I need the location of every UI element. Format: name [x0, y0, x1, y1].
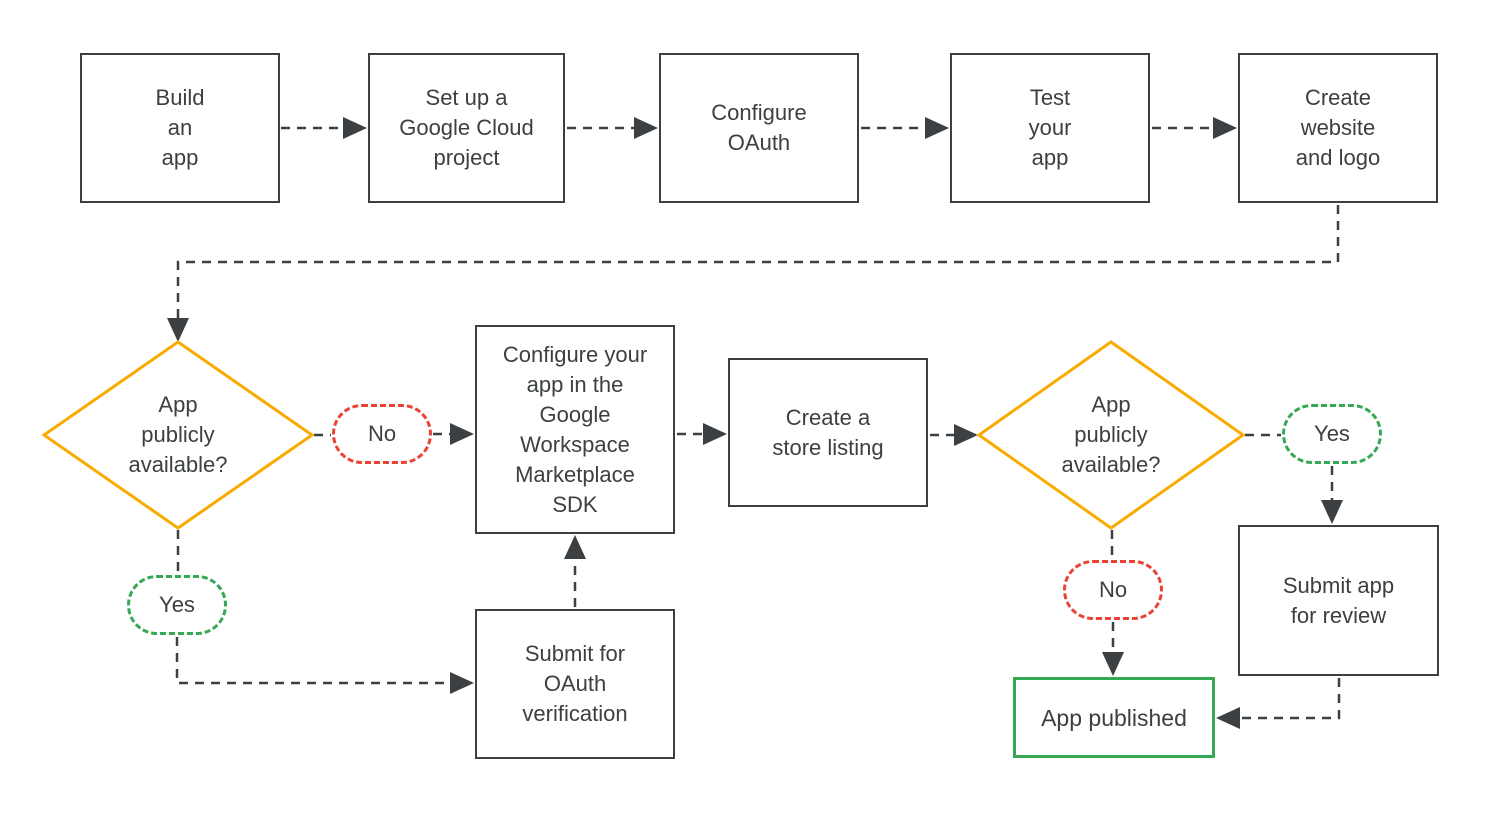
process-box-test-app: Test your app: [950, 53, 1150, 203]
decision1-diamond: [41, 340, 315, 530]
arrowhead-icon: [1213, 117, 1237, 139]
process-box-configure-oauth: Configure OAuth: [659, 53, 859, 203]
arrowhead-icon: [1321, 500, 1343, 524]
branch-pill-yes-2: Yes: [1282, 404, 1382, 464]
arrowhead-icon: [1216, 707, 1240, 729]
arrowhead-icon: [634, 117, 658, 139]
process-box-create-website: Create website and logo: [1238, 53, 1438, 203]
branch-pill-no-2: No: [1063, 560, 1163, 620]
process-box-submit-oauth: Submit for OAuth verification: [475, 609, 675, 759]
arrowhead-icon: [564, 535, 586, 559]
branch-pill-yes-1: Yes: [127, 575, 227, 635]
process-box-submit-review: Submit app for review: [1238, 525, 1439, 676]
process-box-configure-sdk: Configure your app in the Google Workspa…: [475, 325, 675, 534]
terminal-box-app-published: App published: [1013, 677, 1215, 758]
arrowhead-icon: [925, 117, 949, 139]
decision2-label: App publicly available?: [1061, 392, 1161, 477]
arrowhead-icon: [1102, 652, 1124, 676]
process-box-store-listing: Create a store listing: [728, 358, 928, 507]
process-box-build-app: Build an app: [80, 53, 280, 203]
connector-yes1-to-oauthverify: [175, 637, 450, 685]
arrowhead-icon: [450, 672, 474, 694]
arrowhead-icon: [343, 117, 367, 139]
arrowhead-icon: [167, 318, 189, 342]
arrowhead-icon: [703, 423, 727, 445]
arrowhead-icon: [954, 424, 978, 446]
process-box-setup-project: Set up a Google Cloud project: [368, 53, 565, 203]
decision1-label: App publicly available?: [128, 392, 228, 477]
branch-pill-no-1: No: [332, 404, 432, 464]
arrowhead-icon: [450, 423, 474, 445]
connector-review-to-published: [1240, 678, 1341, 720]
connector-website-to-decision1: [176, 205, 1340, 318]
decision2-diamond: [976, 340, 1246, 530]
